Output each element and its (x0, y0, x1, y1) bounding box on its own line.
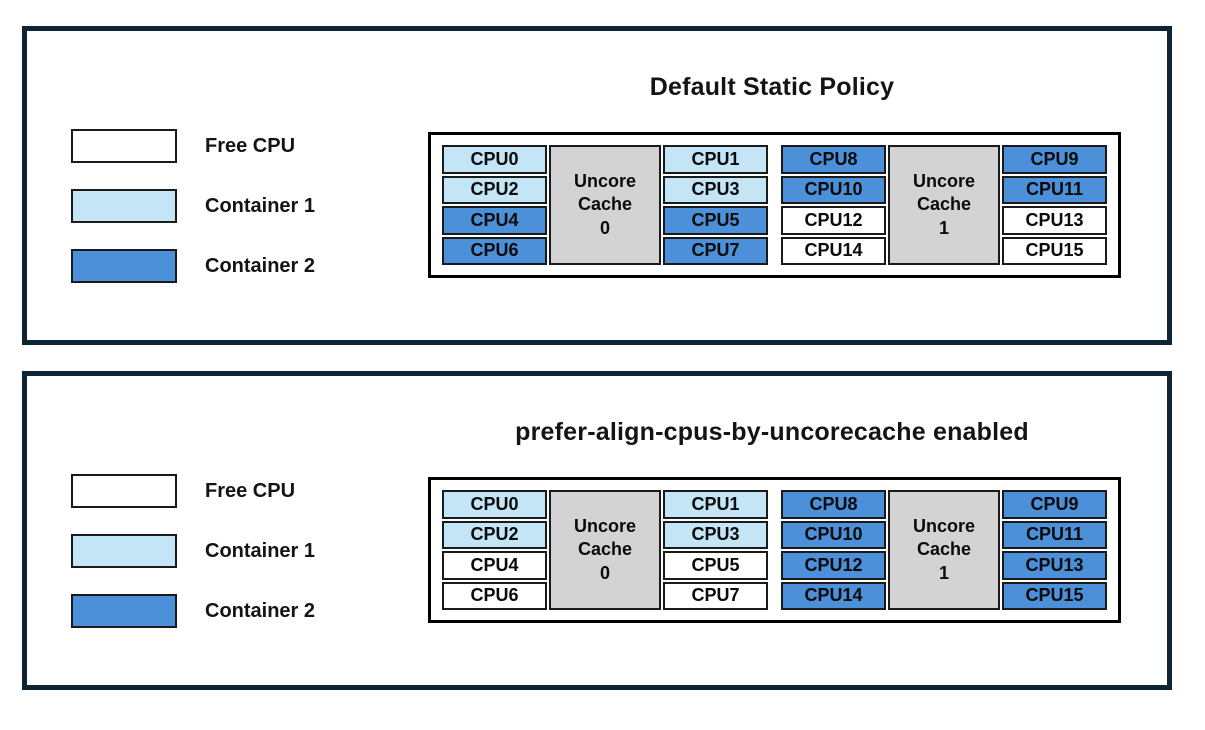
cpu-cell-cpu5: CPU5 (663, 551, 768, 580)
cpu-cell-cpu0: CPU0 (442, 490, 547, 519)
uncore-cache-label-line: Cache (916, 194, 972, 215)
cpu-cell-cpu1: CPU1 (663, 145, 768, 174)
panel-title: prefer-align-cpus-by-uncorecache enabled (515, 418, 1029, 446)
cpu-cell-cpu4: CPU4 (442, 551, 547, 580)
cpu-cell-cpu11: CPU11 (1002, 520, 1107, 549)
legend-item-container-1: Container 1 (71, 189, 315, 223)
cpu-cell-cpu14: CPU14 (781, 581, 886, 610)
legend-swatch (71, 189, 177, 223)
uncore-cache-label-line: Cache (577, 539, 633, 560)
cpu-cell-cpu6: CPU6 (442, 581, 547, 610)
cpu-cell-cpu15: CPU15 (1002, 581, 1107, 610)
cpu-cell-cpu12: CPU12 (781, 206, 886, 235)
legend-swatch (71, 474, 177, 508)
cpu-cell-cpu7: CPU7 (663, 236, 768, 265)
uncore-cache-label-line: 0 (599, 217, 610, 238)
legend-label: Container 2 (205, 599, 316, 622)
uncore-cache-label-line: Uncore (573, 515, 636, 536)
legend-item-container-1: Container 1 (71, 534, 315, 568)
uncore-cache-label-line: Cache (577, 194, 633, 215)
uncore-cache-label-line: 0 (599, 562, 610, 583)
cpu-cell-cpu4: CPU4 (442, 206, 547, 235)
legend-label: Container 1 (205, 539, 316, 562)
cpu-cell-cpu11: CPU11 (1002, 175, 1107, 204)
legend-item-container-2: Container 2 (71, 249, 315, 283)
uncore-cache-label-line: Uncore (912, 515, 975, 536)
uncore-cache-label-line: Uncore (573, 170, 636, 191)
cpu-cell-cpu6: CPU6 (442, 236, 547, 265)
cpu-cell-cpu12: CPU12 (781, 551, 886, 580)
legend-label: Container 1 (205, 194, 316, 217)
legend-label: Free CPU (205, 134, 296, 157)
cpu-cell-cpu15: CPU15 (1002, 236, 1107, 265)
cpu-cell-cpu2: CPU2 (442, 175, 547, 204)
cpu-cell-cpu13: CPU13 (1002, 206, 1107, 235)
legend-label: Container 2 (205, 254, 316, 277)
legend: Free CPU Container 1 Container 2 (71, 129, 315, 283)
panel-title: Default Static Policy (649, 73, 895, 101)
cpu-cell-cpu8: CPU8 (781, 145, 886, 174)
cpu-cell-cpu10: CPU10 (781, 520, 886, 549)
uncore-cache-label-line: Uncore (912, 170, 975, 191)
cpu-cell-cpu9: CPU9 (1002, 490, 1107, 519)
legend-swatch (71, 534, 177, 568)
legend-swatch (71, 594, 177, 628)
panel-default-static-policy: Default Static Policy Free CPU Container … (22, 26, 1172, 345)
legend-item-container-2: Container 2 (71, 594, 315, 628)
cpu-cell-cpu13: CPU13 (1002, 551, 1107, 580)
cpu-cell-cpu0: CPU0 (442, 145, 547, 174)
cpu-cell-cpu7: CPU7 (663, 581, 768, 610)
legend-item-free-cpu: Free CPU (71, 474, 315, 508)
cpu-cell-cpu3: CPU3 (663, 520, 768, 549)
uncore-cache-label-line: Cache (916, 539, 972, 560)
legend: Free CPU Container 1 Container 2 (71, 474, 315, 628)
legend-swatch (71, 129, 177, 163)
cpu-cell-cpu9: CPU9 (1002, 145, 1107, 174)
cpu-cell-cpu8: CPU8 (781, 490, 886, 519)
cpu-cell-cpu10: CPU10 (781, 175, 886, 204)
cpu-cell-cpu3: CPU3 (663, 175, 768, 204)
legend-label: Free CPU (205, 479, 296, 502)
cpu-cell-cpu1: CPU1 (663, 490, 768, 519)
legend-item-free-cpu: Free CPU (71, 129, 315, 163)
legend-swatch (71, 249, 177, 283)
uncore-cache-label-line: 1 (938, 217, 949, 238)
uncore-cache-label-line: 1 (938, 562, 949, 583)
cpu-cell-cpu5: CPU5 (663, 206, 768, 235)
panel-prefer-align-uncorecache: prefer-align-cpus-by-uncorecache enabled… (22, 371, 1172, 690)
cpu-cell-cpu14: CPU14 (781, 236, 886, 265)
cpu-cell-cpu2: CPU2 (442, 520, 547, 549)
